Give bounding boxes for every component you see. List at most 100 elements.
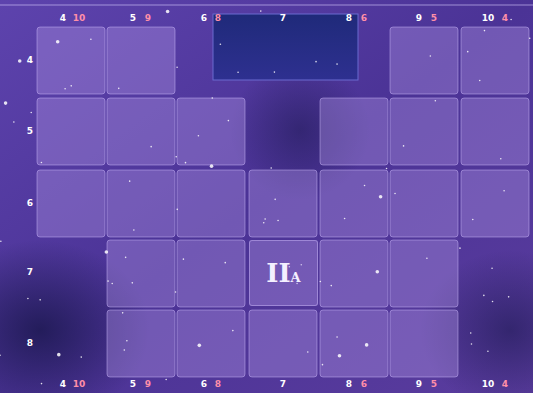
star: [492, 301, 494, 303]
star: [435, 100, 437, 102]
star: [165, 379, 167, 381]
column-number: 6: [201, 14, 207, 23]
star: [483, 295, 485, 297]
column-number: 10: [73, 380, 86, 389]
component-cell: [390, 27, 458, 94]
component-cell: [461, 170, 529, 237]
star: [129, 180, 131, 182]
ship-class-numeral: II: [266, 258, 290, 288]
star: [41, 162, 43, 164]
star: [118, 88, 120, 90]
star: [394, 193, 396, 195]
star: [386, 168, 388, 170]
column-number: 5: [130, 380, 136, 389]
star: [344, 218, 346, 220]
column-number: 8: [215, 380, 221, 389]
star: [210, 164, 214, 168]
star: [270, 167, 272, 169]
star: [491, 267, 493, 269]
column-number: 4: [60, 380, 66, 389]
component-cell: [177, 240, 245, 307]
column-number: 9: [416, 14, 422, 23]
column-number: 9: [416, 380, 422, 389]
star: [166, 10, 170, 14]
star: [320, 281, 322, 283]
star: [80, 356, 82, 358]
ship-class-cell: IIA: [249, 240, 318, 306]
component-cell: [249, 310, 317, 377]
star: [57, 353, 61, 357]
star: [403, 145, 405, 147]
star: [211, 97, 213, 99]
component-cell: [320, 170, 388, 237]
star: [27, 298, 29, 300]
star: [220, 43, 222, 45]
ship-class-letter: A: [291, 270, 301, 285]
star: [376, 270, 380, 274]
star: [70, 85, 72, 87]
star: [122, 312, 124, 314]
star: [260, 10, 262, 12]
star: [176, 66, 178, 68]
component-cell: [390, 170, 458, 237]
star: [176, 209, 178, 211]
star: [133, 229, 135, 231]
column-number: 5: [431, 380, 437, 389]
component-cell: [177, 170, 245, 237]
component-cell: [37, 27, 105, 94]
star: [198, 344, 202, 348]
star: [13, 121, 15, 123]
component-cell: [461, 98, 529, 165]
star: [237, 71, 239, 73]
star: [228, 120, 230, 122]
column-number: 7: [280, 380, 286, 389]
star: [508, 296, 510, 298]
star: [459, 247, 461, 249]
star: [487, 350, 489, 352]
cargo-hold: [213, 14, 358, 80]
column-number: 8: [346, 14, 352, 23]
star: [510, 19, 512, 21]
star: [338, 354, 342, 358]
star: [336, 63, 338, 65]
star: [264, 218, 266, 220]
column-number: 5: [130, 14, 136, 23]
component-cell: [390, 98, 458, 165]
star: [131, 282, 133, 284]
component-cell: [37, 170, 105, 237]
star: [0, 354, 1, 356]
column-number: 4: [502, 380, 508, 389]
star: [64, 88, 66, 90]
star: [125, 257, 127, 259]
column-number: 8: [346, 380, 352, 389]
star: [232, 330, 234, 332]
star: [18, 59, 22, 63]
component-cell: [37, 98, 105, 165]
star: [263, 222, 265, 224]
star: [336, 336, 338, 338]
star: [479, 80, 481, 82]
row-number: 5: [27, 127, 33, 136]
star: [430, 55, 432, 57]
row-number: 7: [27, 268, 33, 277]
star: [56, 40, 60, 44]
star: [41, 383, 43, 385]
star: [307, 351, 309, 353]
column-number: 10: [73, 14, 86, 23]
column-number: 10: [482, 14, 495, 23]
star: [4, 101, 8, 105]
star: [0, 241, 2, 243]
row-number: 6: [27, 199, 33, 208]
component-cell: [107, 27, 175, 94]
column-number: 6: [361, 380, 367, 389]
star: [126, 340, 128, 342]
star: [185, 162, 187, 164]
star: [150, 146, 152, 148]
column-number: 9: [145, 380, 151, 389]
star: [322, 364, 324, 366]
component-cell: [177, 98, 245, 165]
star: [503, 190, 505, 192]
star: [30, 112, 32, 114]
